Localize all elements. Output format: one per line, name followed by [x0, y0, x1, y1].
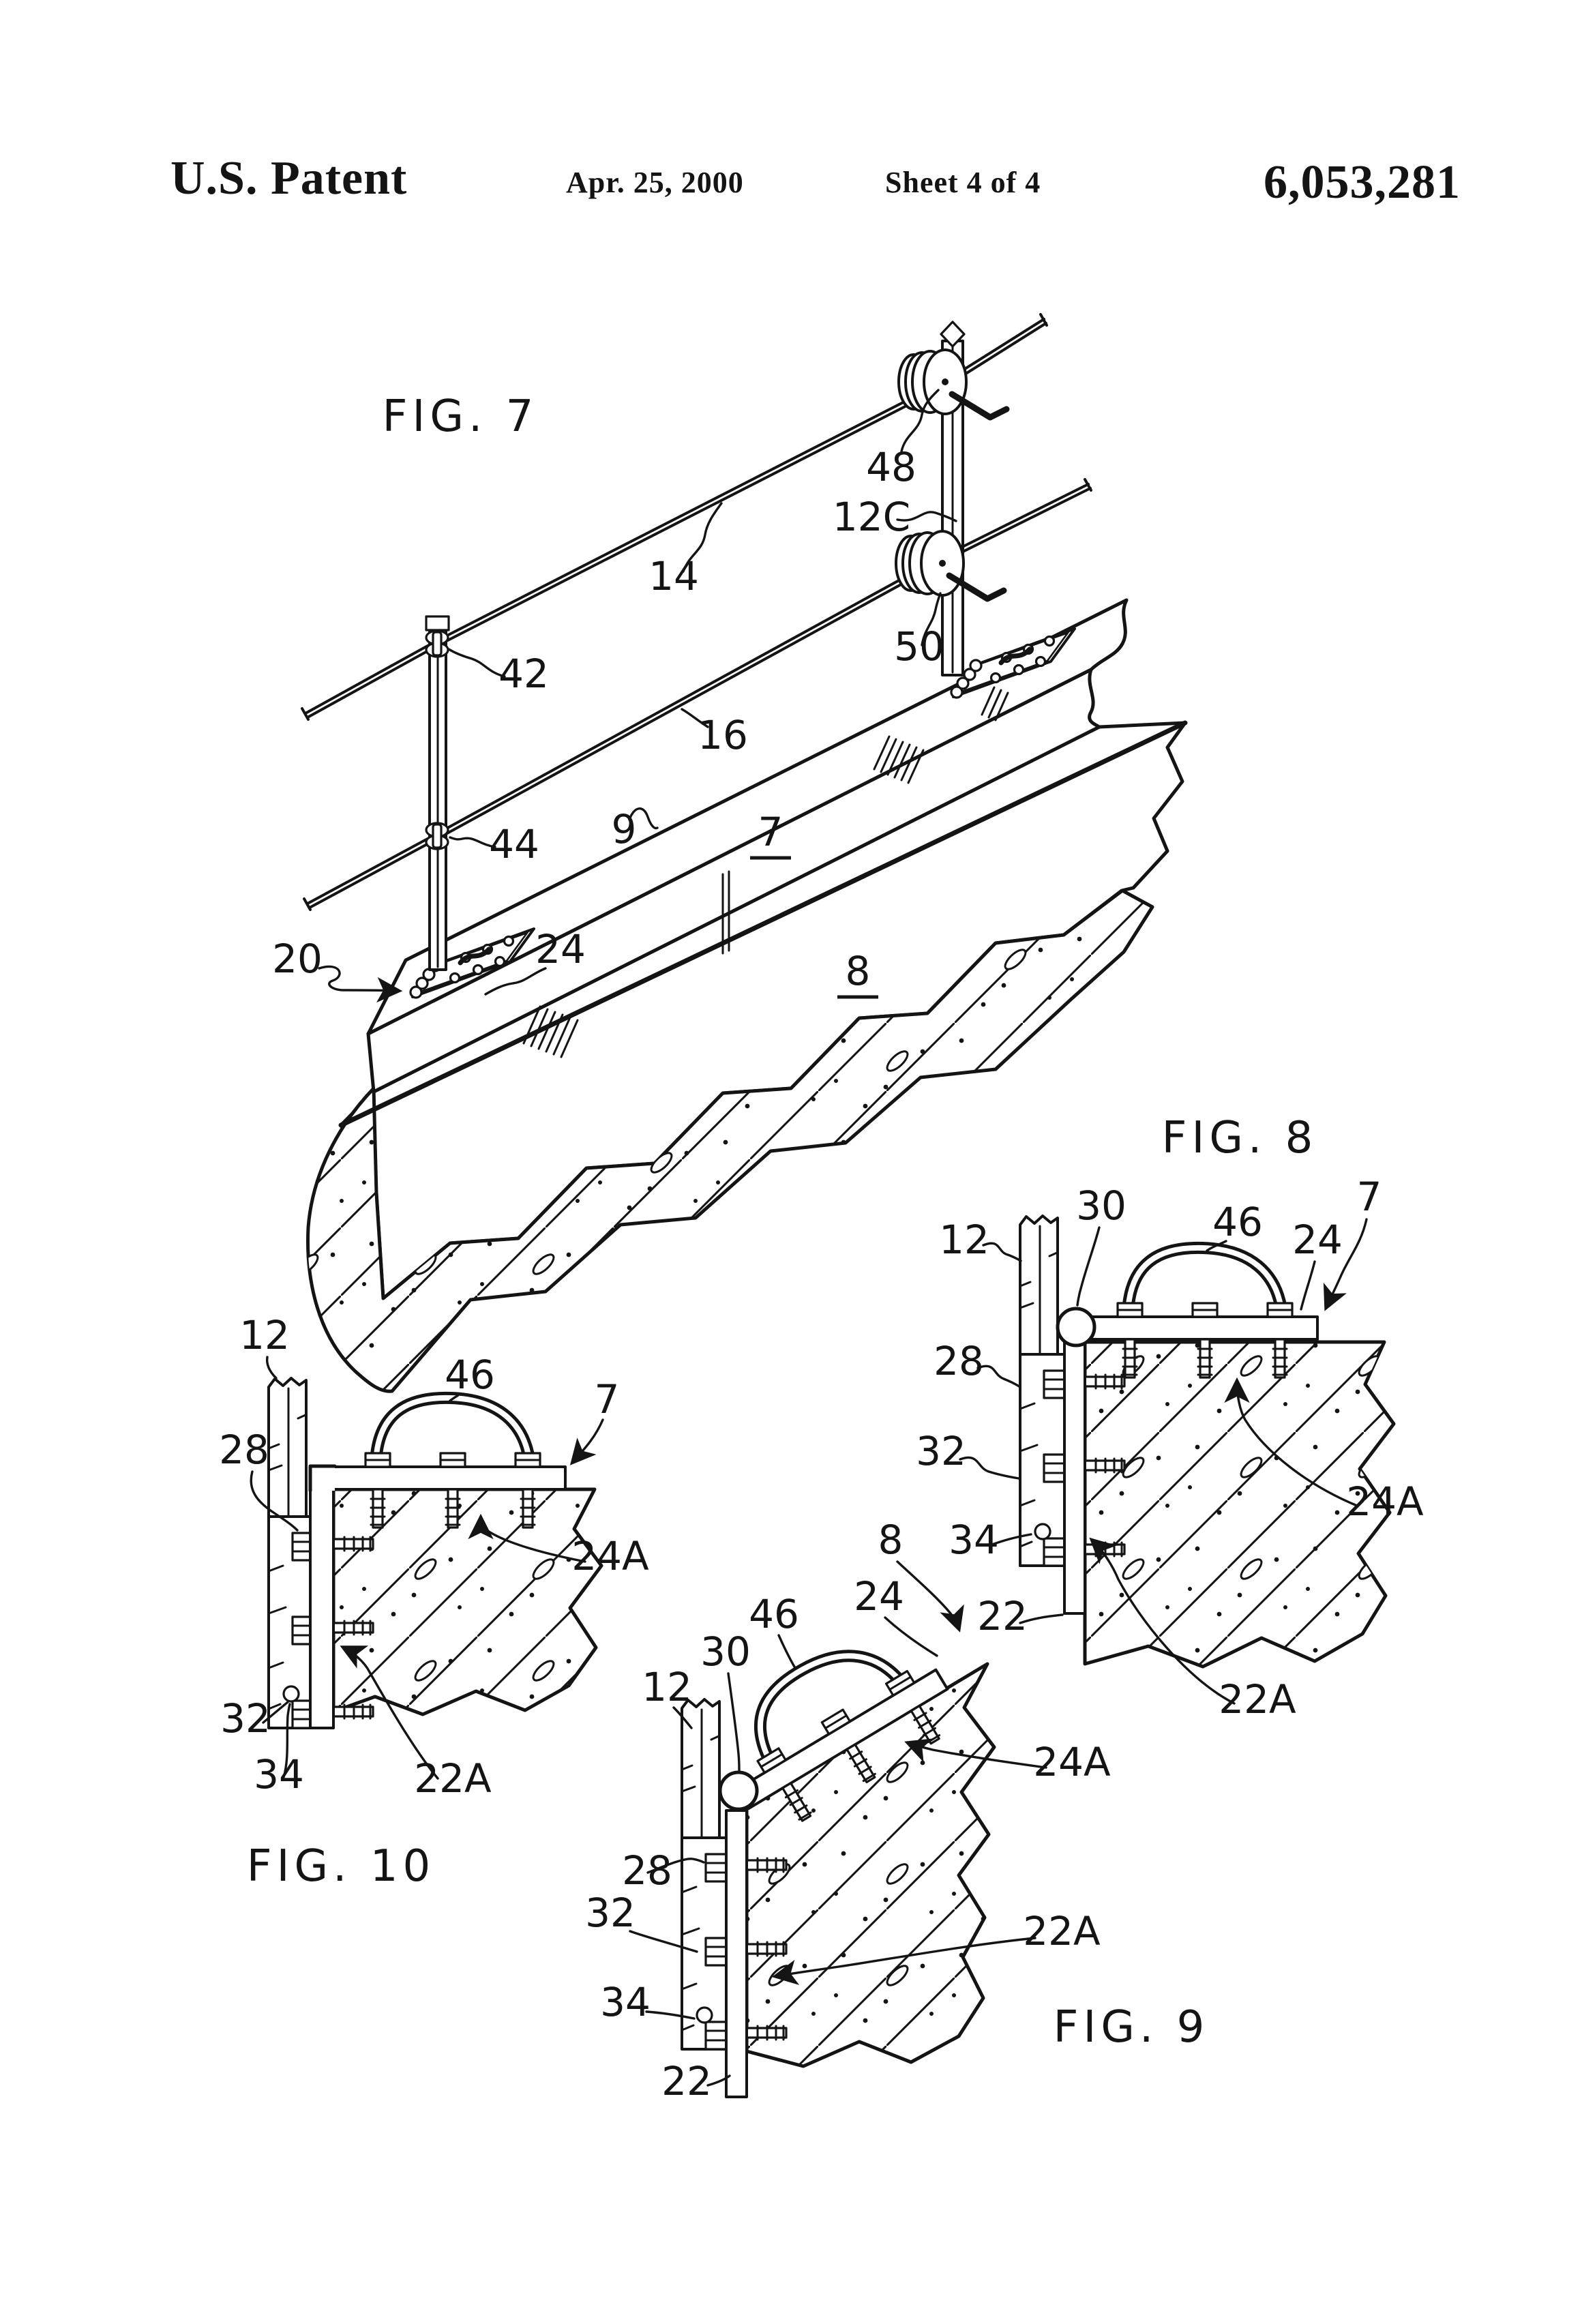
- header-title: U.S. Patent: [170, 152, 407, 205]
- ref-numeral-28: 28: [934, 1338, 984, 1384]
- ref-numeral-7: 7: [758, 809, 783, 855]
- ref-numeral-32: 32: [220, 1695, 271, 1742]
- ref-numeral-24: 24: [535, 926, 586, 972]
- shading-ticks: [981, 686, 1009, 721]
- ref-numeral-50: 50: [894, 623, 944, 670]
- ref-numeral-44: 44: [489, 821, 539, 867]
- leader-20-arrow: [318, 965, 403, 1003]
- ref-numeral-46: 46: [749, 1591, 799, 1637]
- ref-numeral-42: 42: [498, 651, 549, 697]
- ref-numeral-12C: 12C: [833, 494, 910, 540]
- wall-plate-22A-leg: [309, 1465, 335, 1729]
- ref-numeral-8: 8: [878, 1517, 904, 1563]
- ref-numeral-12: 12: [239, 1312, 290, 1358]
- ref-numeral-32: 32: [585, 1890, 636, 1936]
- ref-numeral-14: 14: [648, 553, 699, 599]
- ref-numeral-22: 22: [977, 1593, 1028, 1639]
- cable-16: [303, 478, 1092, 911]
- header-date: Apr. 25, 2000: [566, 166, 744, 199]
- ref-numeral-32: 32: [916, 1428, 966, 1474]
- wall-plate-22: [725, 1809, 748, 2098]
- ref-numeral-22A: 22A: [1023, 1908, 1101, 1954]
- header-sheet: Sheet 4 of 4: [885, 166, 1041, 199]
- figure-8-drawing: FIG. 8 12 30 46 24 7 28 32 34 22 24A 22A: [916, 1113, 1424, 1723]
- figure-title-fig7: FIG. 7: [383, 391, 539, 442]
- shading-ticks: [873, 735, 925, 784]
- ref-numeral-20: 20: [272, 936, 323, 982]
- ref-numeral-24A: 24A: [1346, 1478, 1424, 1525]
- figure-10-drawing: FIG. 10 12 28 46 7 24A 32 34 22A: [219, 1312, 649, 1892]
- winder-50: [896, 531, 1004, 599]
- ref-numeral-12: 12: [939, 1217, 989, 1263]
- wall-joint: [721, 870, 730, 955]
- ref-numeral-24: 24: [1292, 1217, 1343, 1263]
- ref-numeral-16: 16: [698, 712, 748, 758]
- figure-title-fig10: FIG. 10: [247, 1841, 435, 1892]
- shading-ticks: [522, 1005, 579, 1058]
- ref-numeral-24A: 24A: [1033, 1739, 1111, 1785]
- header-patent-number: 6,053,281: [1264, 156, 1461, 209]
- ref-numeral-30: 30: [700, 1628, 751, 1675]
- figure-title-fig9: FIG. 9: [1054, 2002, 1210, 2053]
- ref-numeral-7: 7: [1357, 1174, 1382, 1220]
- fig8-labels: FIG. 8 12 30 46 24 7 28 32 34 22 24A 22A: [916, 1113, 1424, 1723]
- ref-numeral-24: 24: [854, 1573, 904, 1620]
- ref-numeral-46: 46: [445, 1352, 495, 1398]
- sheet-header: U.S. Patent Apr. 25, 2000 Sheet 4 of 4 6…: [170, 152, 1461, 209]
- ref-numeral-28: 28: [622, 1847, 672, 1894]
- ref-numeral-24A: 24A: [571, 1533, 649, 1579]
- ref-numeral-34: 34: [254, 1751, 304, 1798]
- ref-numeral-22: 22: [661, 2058, 712, 2104]
- ref-numeral-22A: 22A: [414, 1755, 492, 1802]
- ref-numeral-34: 34: [600, 1979, 651, 2025]
- ref-numeral-46: 46: [1212, 1199, 1263, 1245]
- wall-plate-22: [1063, 1326, 1086, 1615]
- ref-numeral-30: 30: [1076, 1182, 1126, 1229]
- winder-48: [899, 350, 1006, 417]
- ref-numeral-12: 12: [642, 1664, 692, 1710]
- beam-front-face: [366, 668, 1101, 1094]
- ref-numeral-28: 28: [219, 1427, 269, 1473]
- ref-numeral-34: 34: [949, 1517, 999, 1563]
- left-post: [425, 615, 450, 971]
- cable-14: [301, 313, 1048, 721]
- figure-title-fig8: FIG. 8: [1162, 1113, 1318, 1163]
- parapet-top-edge: [338, 720, 1188, 1128]
- fig10-labels: FIG. 10 12 28 46 7 24A 32 34 22A: [219, 1312, 649, 1892]
- ref-numeral-8: 8: [846, 948, 871, 994]
- ref-numeral-9: 9: [612, 806, 637, 852]
- beam-top-face: [366, 598, 1129, 1036]
- ref-numeral-22A: 22A: [1219, 1676, 1296, 1723]
- ref-numeral-48: 48: [866, 444, 916, 490]
- ref-numeral-7: 7: [595, 1376, 620, 1422]
